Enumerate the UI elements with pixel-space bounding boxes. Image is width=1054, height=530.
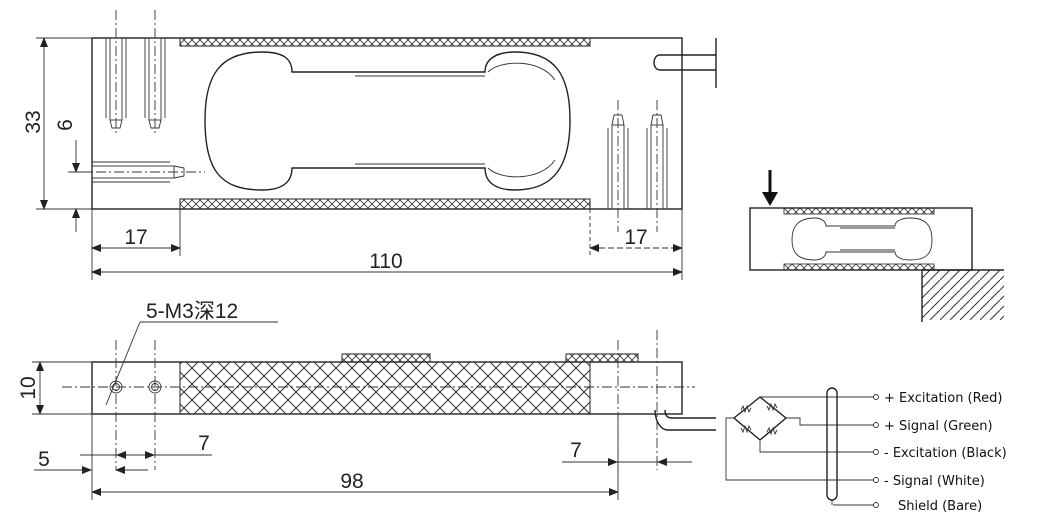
side-tapped-hole <box>78 161 205 183</box>
wire-label-shield: Shield (Bare) <box>898 499 982 514</box>
dim-7-left-text: 7 <box>198 432 210 455</box>
dim-7-left: 7 <box>80 432 212 459</box>
dim-5-text: 5 <box>38 448 50 471</box>
mounting-sketch <box>749 170 1004 322</box>
right-tapped-holes <box>607 100 668 232</box>
load-arrow-icon <box>762 170 778 206</box>
plan-hatch-area <box>179 361 591 415</box>
plan-view: 5-M3深12 10 5 7 7 <box>17 300 716 500</box>
dim-17-left: 17 <box>91 209 181 280</box>
wire-label-exc-neg: - Excitation (Black) <box>884 446 1007 461</box>
dim-98: 98 <box>91 414 619 500</box>
wire-label-sig-pos: + Signal (Green) <box>884 419 993 434</box>
dim-17-right-text: 17 <box>624 226 647 249</box>
wiring-diagram: + Excitation (Red) + Signal (Green) - Ex… <box>725 387 1007 514</box>
dim-5: 5 <box>34 414 148 500</box>
wire-label-exc-pos: + Excitation (Red) <box>884 391 1002 406</box>
dim-10-text: 10 <box>17 376 40 399</box>
plan-top-pad <box>341 353 431 363</box>
dim-17-right: 17 <box>589 209 683 280</box>
dim-17-left-text: 17 <box>124 226 147 249</box>
plan-right-pad <box>565 353 639 363</box>
front-view: 33 6 17 17 110 <box>22 10 717 280</box>
dim-7-right: 7 <box>562 439 692 466</box>
dim-7-right-text: 7 <box>570 439 582 462</box>
left-tapped-holes <box>105 10 166 135</box>
thread-note-leader: 5-M3深12 <box>105 300 278 406</box>
cutout-inner-line <box>355 62 556 178</box>
top-hatch-strip <box>179 37 591 47</box>
dim-110-text: 110 <box>369 250 402 273</box>
wire-label-sig-neg: - Signal (White) <box>884 474 985 489</box>
dim-110: 110 <box>91 250 683 276</box>
cable-stub <box>653 38 717 88</box>
bridge-icon <box>732 396 788 441</box>
bottom-hatch-strip <box>179 198 591 210</box>
dim-33-text: 33 <box>22 110 45 133</box>
shield-bundle <box>826 387 838 501</box>
dim-33: 33 <box>22 37 92 210</box>
body-outline <box>91 37 683 210</box>
dim-6: 6 <box>54 119 92 232</box>
dim-10: 10 <box>17 361 92 415</box>
binocular-cutout <box>204 51 571 191</box>
dim-98-text: 98 <box>340 470 363 493</box>
thread-note-text: 5-M3深12 <box>146 300 238 323</box>
dim-6-text: 6 <box>54 119 77 131</box>
